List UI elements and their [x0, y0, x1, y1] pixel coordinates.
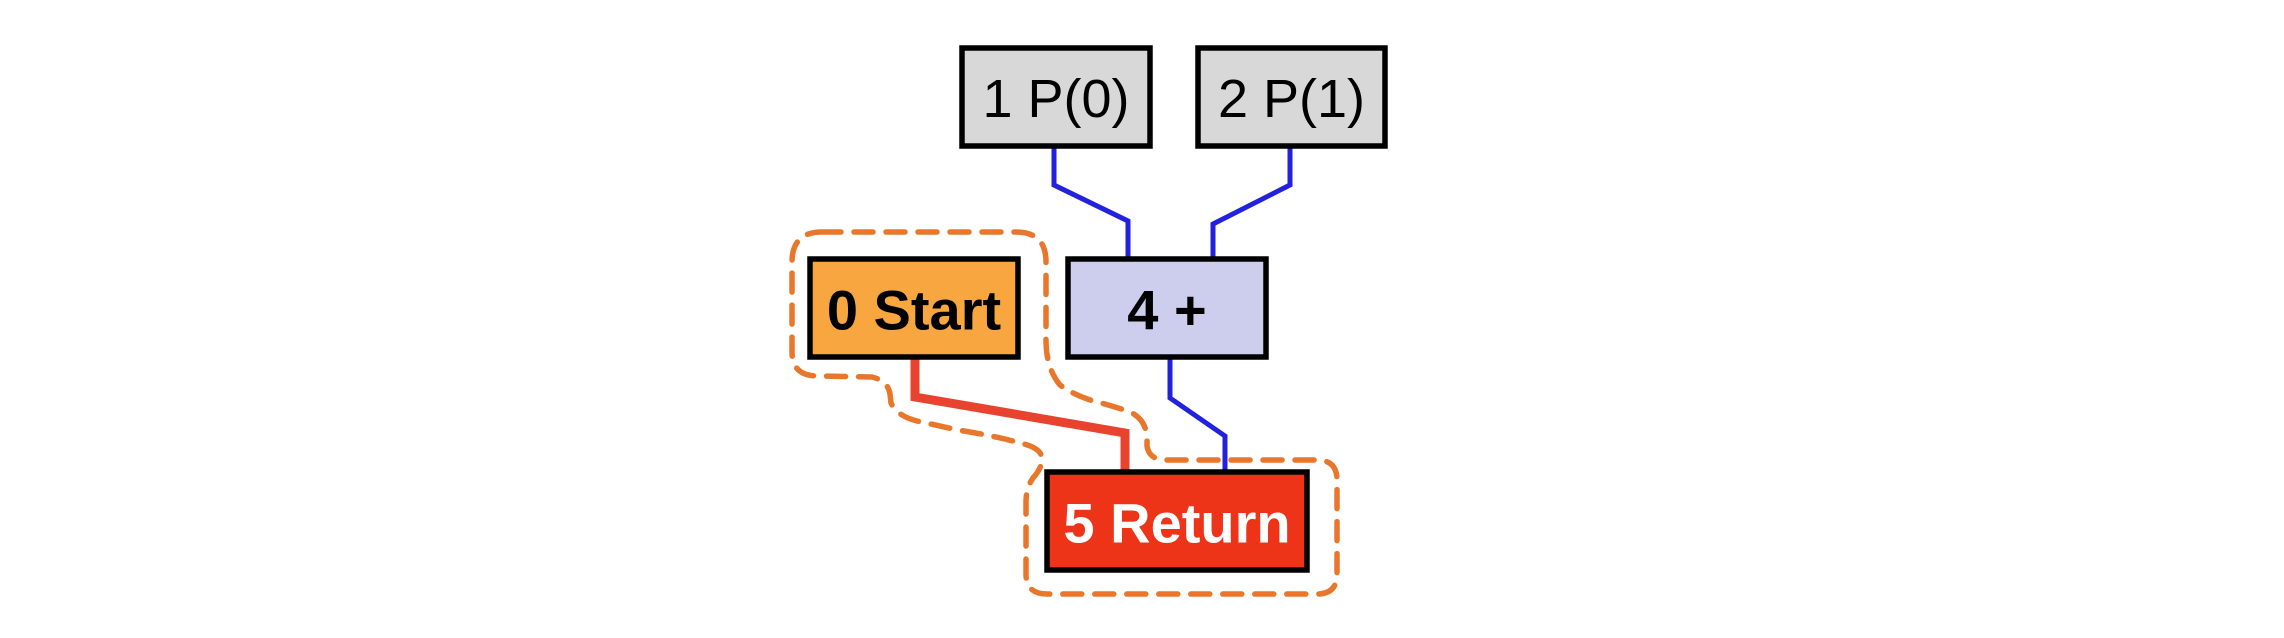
add-node-box [1065, 256, 1269, 360]
add-node-label: 4 + [1127, 279, 1206, 342]
start-node: 0 Start [807, 256, 1021, 360]
edge-add-to-return [1167, 355, 1228, 474]
param-node-2: 2 P(1) [1195, 45, 1388, 149]
highlight-outline [789, 229, 1340, 597]
edge-p0-to-add [1051, 146, 1131, 261]
add-node: 4 + [1065, 256, 1269, 360]
return-node-box [1044, 469, 1310, 573]
param-node-1-box [959, 45, 1153, 149]
start-node-box [807, 256, 1021, 360]
param-node-1-label: 1 P(0) [982, 69, 1129, 129]
param-node-2-box [1195, 45, 1388, 149]
start-node-label: 0 Start [827, 279, 1001, 342]
return-node: 5 Return [1044, 469, 1310, 573]
param-node-1: 1 P(0) [959, 45, 1153, 149]
param-node-2-label: 2 P(1) [1218, 69, 1365, 129]
edge-start-to-return [910, 355, 1130, 474]
edge-p1-to-add [1210, 146, 1293, 261]
return-node-label: 5 Return [1063, 492, 1290, 555]
